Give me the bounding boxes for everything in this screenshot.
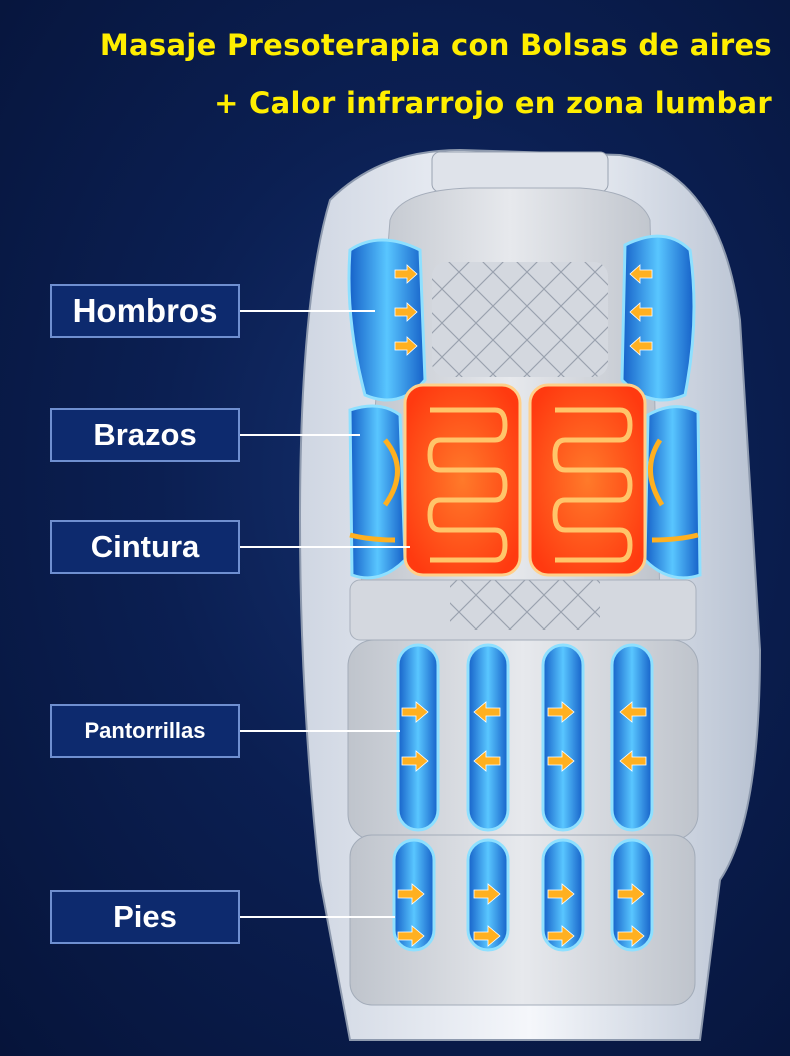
arrow-left-icon [619, 701, 647, 723]
arrow-left-icon [473, 701, 501, 723]
shoulder-airbag-right [620, 234, 696, 402]
pointer-line-hombros [240, 310, 375, 312]
curved-arrow-icon [349, 532, 396, 543]
label-pies: Pies [50, 890, 240, 944]
curved-arrow-icon [648, 438, 665, 507]
curved-arrow-icon [651, 532, 699, 543]
arrow-right-icon [394, 302, 418, 322]
arrow-left-icon [629, 264, 653, 284]
pointer-line-pies [240, 916, 395, 918]
arrow-right-icon [547, 925, 575, 947]
pointer-line-cintura [240, 546, 410, 548]
label-hombros: Hombros [50, 284, 240, 338]
calf-airbag-1 [396, 643, 440, 832]
arrow-right-icon [401, 701, 429, 723]
arrow-left-icon [629, 336, 653, 356]
arrow-right-icon [401, 750, 429, 772]
arrow-right-icon [473, 883, 501, 905]
arrow-right-icon [473, 925, 501, 947]
arrow-right-icon [397, 883, 425, 905]
arrow-right-icon [547, 750, 575, 772]
arrow-right-icon [394, 264, 418, 284]
arrow-left-icon [473, 750, 501, 772]
arm-airbag-left [348, 404, 407, 580]
calf-airbag-3 [541, 643, 585, 832]
label-brazos: Brazos [50, 408, 240, 462]
shoulder-airbag-left [347, 238, 427, 402]
title-line-1: Masaje Presoterapia con Bolsas de aires [99, 28, 772, 62]
calf-airbag-4 [610, 643, 654, 832]
pointer-line-pantorrillas [240, 730, 400, 732]
arrow-right-icon [547, 883, 575, 905]
pointer-line-brazos [240, 434, 360, 436]
arrow-left-icon [619, 750, 647, 772]
headrest [431, 151, 609, 193]
arrow-left-icon [629, 302, 653, 322]
arrow-right-icon [394, 336, 418, 356]
curved-arrow-icon [382, 438, 400, 507]
arrow-right-icon [547, 701, 575, 723]
label-pantorrillas: Pantorrillas [50, 704, 240, 758]
arrow-right-icon [397, 925, 425, 947]
title-line-2: + Calor infrarrojo en zona lumbar [214, 86, 772, 120]
calf-airbag-2 [466, 643, 510, 832]
foot-rest [349, 834, 696, 1006]
label-cintura: Cintura [50, 520, 240, 574]
arrow-right-icon [617, 883, 645, 905]
arrow-right-icon [617, 925, 645, 947]
arrow-icons [394, 264, 653, 947]
